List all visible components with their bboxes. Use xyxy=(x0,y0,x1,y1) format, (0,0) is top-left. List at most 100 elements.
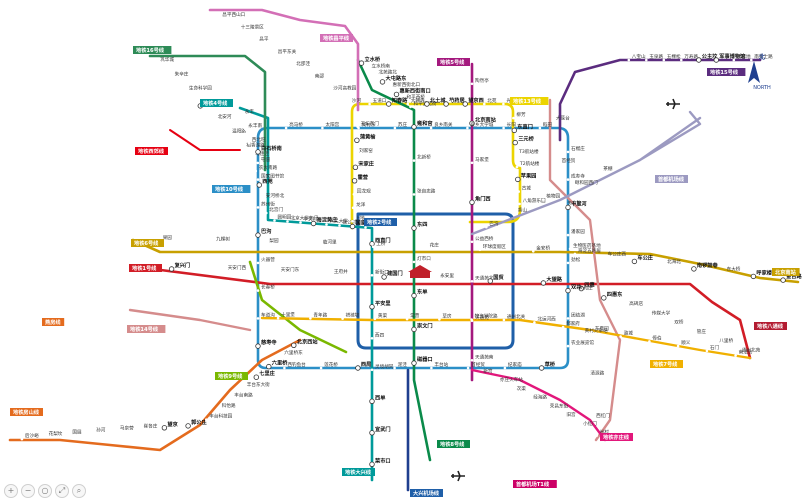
station[interactable]: 西局 xyxy=(355,360,372,371)
station[interactable]: 北新桥 xyxy=(412,154,431,162)
station[interactable]: 八里桥 xyxy=(715,337,733,346)
station[interactable]: 西苑 xyxy=(256,177,273,188)
station[interactable]: 土桥 xyxy=(371,240,386,249)
line-badge-l7[interactable]: 地铁7号线 xyxy=(650,360,683,368)
station[interactable]: 马泉营 xyxy=(115,425,134,433)
station[interactable]: 新宫 xyxy=(479,367,493,376)
line-badge-lbj[interactable]: 北京南站 xyxy=(772,268,800,276)
station[interactable]: 大葆台 xyxy=(551,114,570,123)
line-badge-lstj[interactable]: 首都机场T1线 xyxy=(513,480,557,488)
station[interactable]: 六里桥 xyxy=(266,359,289,370)
station[interactable]: 和平西桥 xyxy=(402,94,425,102)
station[interactable]: 宋家庄 xyxy=(352,159,375,170)
station[interactable]: 北宫门 xyxy=(265,206,283,215)
station[interactable]: 温阳路 xyxy=(227,127,246,136)
station[interactable]: 昌平东关 xyxy=(273,48,297,57)
station[interactable]: 五棵松 xyxy=(662,53,681,62)
station[interactable]: 柳芳 xyxy=(512,111,526,120)
station[interactable]: 荣昌东街 xyxy=(545,402,569,411)
station[interactable]: 陶然亭 xyxy=(470,77,489,86)
station[interactable]: 次渠 xyxy=(512,385,526,394)
station[interactable]: 小红门 xyxy=(578,420,597,429)
station[interactable]: 肖村 xyxy=(595,429,609,437)
station[interactable]: 宣武门 xyxy=(369,425,391,436)
station[interactable]: 顺义 xyxy=(676,340,691,348)
station[interactable]: 南礼士路 xyxy=(750,53,773,62)
station[interactable]: 北运河西 xyxy=(533,315,556,324)
station[interactable]: 车道沟 xyxy=(256,311,275,320)
station[interactable]: 北京南站 xyxy=(469,115,497,126)
station[interactable]: 八宝山 xyxy=(627,53,646,62)
station[interactable]: 大钟寺 xyxy=(406,97,425,106)
station[interactable]: 复兴门 xyxy=(168,261,190,272)
station[interactable]: 通州北苑 xyxy=(737,346,761,355)
station[interactable]: 昌平西山口 xyxy=(218,11,246,20)
station[interactable]: 茶棚 xyxy=(599,165,613,174)
station[interactable]: 丰台站 xyxy=(430,361,449,370)
station[interactable]: 纪家庙 xyxy=(503,361,522,370)
station[interactable]: 十三陵景区 xyxy=(236,23,265,32)
station[interactable]: 西钓鱼台 xyxy=(283,361,306,370)
line-badge-l6[interactable]: 地铁6号线 xyxy=(131,239,164,247)
line-badge-l8[interactable]: 地铁8号线 xyxy=(437,440,470,448)
line-badge-lbt[interactable]: 地铁八通线 xyxy=(754,322,787,330)
station[interactable]: 屯佃 xyxy=(256,156,271,165)
station[interactable]: 望京 xyxy=(161,420,178,431)
station[interactable]: 环球度假区 xyxy=(478,243,507,252)
station[interactable]: 魏公村 xyxy=(338,219,357,227)
station[interactable]: 大屯路东 xyxy=(379,74,407,85)
zoom-out-button[interactable]: − xyxy=(21,484,35,498)
station[interactable]: 五道口 xyxy=(368,97,387,106)
station[interactable]: 阎村东 xyxy=(357,121,376,130)
station[interactable]: 菜市口 xyxy=(369,456,391,467)
line-badge-ldx[interactable]: 地铁大兴线 xyxy=(342,468,375,476)
line-badge-l1[interactable]: 地铁1号线 xyxy=(129,264,162,272)
station[interactable]: 永安里 xyxy=(435,272,454,281)
station[interactable]: 清源路 xyxy=(586,369,605,378)
station[interactable]: 黄村火车站 xyxy=(580,327,608,336)
station[interactable]: 木樨地 xyxy=(732,53,751,62)
station[interactable]: 四惠东 xyxy=(601,290,624,301)
station[interactable]: 磁器口 xyxy=(411,355,433,366)
station[interactable]: 巴沟 xyxy=(485,220,499,229)
station[interactable]: 东直门 xyxy=(511,122,533,134)
station[interactable]: 巩华城 xyxy=(155,56,174,65)
station[interactable]: 北土城 xyxy=(424,96,447,107)
station[interactable]: 灵境胡同 xyxy=(370,363,394,372)
station[interactable]: 军事博物馆 xyxy=(713,52,745,63)
station[interactable]: 西单 xyxy=(369,393,386,404)
station[interactable]: 双井 xyxy=(565,283,582,294)
line-badge-lcp[interactable]: 地铁昌平线 xyxy=(320,34,353,42)
station[interactable]: 潘家园 xyxy=(566,228,585,237)
station[interactable]: 通州北关 xyxy=(502,313,526,322)
station[interactable]: 农大南路 xyxy=(254,164,278,173)
station[interactable]: 七里庄 xyxy=(253,369,276,380)
station[interactable]: 褡裢坡 xyxy=(341,312,360,320)
station[interactable]: 良乡南关 xyxy=(429,121,453,130)
station[interactable]: 管庄 xyxy=(692,328,707,337)
station[interactable]: 四惠 xyxy=(578,281,595,292)
station[interactable]: 玉泉路 xyxy=(645,53,663,62)
station[interactable]: 立水桥南 xyxy=(367,62,390,71)
station[interactable]: 旧宫 xyxy=(562,411,576,420)
stations-layer[interactable]: 昌平西山口十三陵景区昌平昌平东关北邵洼南邵沙河高教园沙河巩华城朱辛庄生命科学园西… xyxy=(20,11,803,467)
station[interactable]: 望京西 xyxy=(462,96,484,107)
station[interactable]: 北海北 xyxy=(662,258,681,267)
station[interactable]: 稻田 xyxy=(538,121,553,130)
station[interactable]: 亦庄火车站 xyxy=(495,376,524,385)
station[interactable]: 物资学院路 xyxy=(470,313,498,321)
station[interactable]: 海淀黄庄 xyxy=(310,216,338,227)
station[interactable]: 太阳宫 xyxy=(321,121,340,130)
station[interactable]: 东四 xyxy=(411,220,428,231)
station[interactable]: 东大桥 xyxy=(722,266,741,274)
station[interactable]: 永丰南 xyxy=(244,122,262,131)
station[interactable]: 国贸 xyxy=(487,273,504,284)
station[interactable]: 南邵 xyxy=(310,72,325,81)
station[interactable]: 三元桥 xyxy=(512,135,535,146)
station[interactable]: 高碑店 xyxy=(625,300,643,309)
station[interactable]: 西红门 xyxy=(591,412,610,421)
station[interactable]: 生命科学园 xyxy=(184,85,213,93)
line-badges-layer[interactable]: 地铁16号线地铁4号线地铁10号线地铁6号线地铁1号线地铁14号线地铁5号线地铁… xyxy=(10,34,800,497)
station[interactable]: 公主坟 xyxy=(696,52,719,63)
line-badge-l2[interactable]: 地铁2号线 xyxy=(364,218,397,226)
